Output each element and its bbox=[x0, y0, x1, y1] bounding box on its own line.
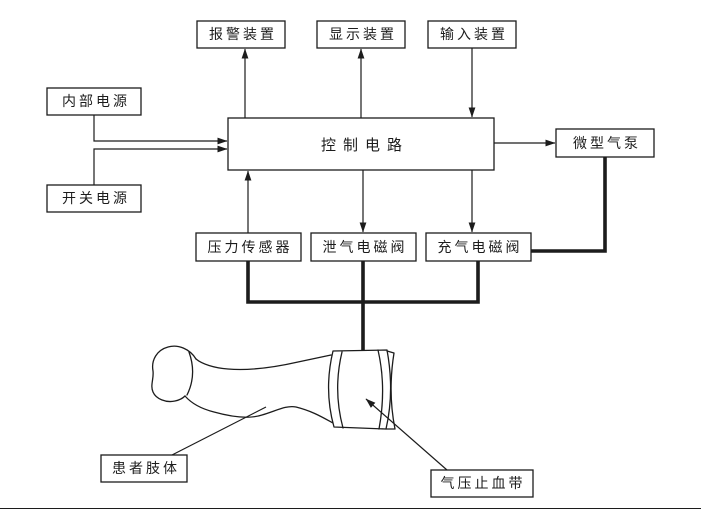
node-switch-power-box bbox=[46, 184, 142, 213]
node-internal-power-label: 内部电源 bbox=[62, 94, 130, 110]
arrow-switch-power-to-control bbox=[93, 145, 228, 185]
node-tourniquet: 气压止血带 bbox=[430, 469, 534, 498]
node-control-circuit-box bbox=[227, 117, 495, 171]
pneumatic-lines bbox=[246, 157, 607, 352]
node-pump: 微型气泵 bbox=[555, 128, 655, 158]
node-pressure-sensor-box bbox=[195, 232, 302, 262]
node-deflate-valve-label: 泄气电磁阀 bbox=[323, 240, 408, 256]
node-deflate-valve: 泄气电磁阀 bbox=[310, 232, 417, 262]
tourniquet-cuff-right-fold bbox=[377, 349, 384, 430]
tourniquet-cuff-left-fold bbox=[336, 351, 344, 429]
node-input: 输入装置 bbox=[427, 20, 517, 49]
node-input-box bbox=[427, 20, 517, 49]
pneumatic-pump-to-inflate-valve bbox=[531, 157, 607, 253]
pneumatic-manifold bbox=[246, 261, 480, 352]
node-patient-limb-box bbox=[100, 454, 188, 483]
node-tourniquet-box bbox=[430, 469, 534, 498]
node-patient-limb-label: 患者肢体 bbox=[112, 461, 180, 477]
limb-cut-edge bbox=[385, 350, 396, 430]
node-inflate-valve-box bbox=[425, 232, 532, 262]
leg-bottom-contour bbox=[184, 395, 334, 424]
leader-lines bbox=[171, 398, 448, 471]
node-inflate-valve: 充气电磁阀 bbox=[425, 232, 532, 262]
patient-leg-drawing bbox=[151, 345, 396, 430]
node-alarm: 报警装置 bbox=[196, 20, 286, 49]
node-pump-box bbox=[555, 128, 655, 158]
node-internal-power-box bbox=[46, 87, 142, 116]
node-inflate-valve-label: 充气电磁阀 bbox=[438, 240, 523, 256]
node-switch-power-label: 开关电源 bbox=[62, 191, 130, 207]
node-alarm-box bbox=[196, 20, 286, 49]
leader-tourniquet bbox=[365, 398, 448, 471]
node-switch-power: 开关电源 bbox=[46, 184, 142, 213]
node-pressure-sensor-label: 压力传感器 bbox=[208, 239, 293, 256]
node-input-label: 输入装置 bbox=[440, 27, 508, 43]
node-patient-limb: 患者肢体 bbox=[100, 454, 188, 483]
node-tourniquet-label: 气压止血带 bbox=[441, 476, 526, 492]
node-control-circuit: 控制电路 bbox=[227, 117, 495, 171]
node-display-label: 显示装置 bbox=[329, 27, 397, 43]
node-display: 显示装置 bbox=[316, 20, 406, 49]
node-pump-label: 微型气泵 bbox=[573, 136, 641, 152]
leg-top-contour bbox=[195, 354, 332, 371]
arrow-internal-power-to-control bbox=[93, 115, 228, 145]
node-display-box bbox=[316, 20, 406, 49]
node-internal-power: 内部电源 bbox=[46, 87, 142, 116]
leader-patient-limb bbox=[171, 406, 267, 456]
node-deflate-valve-box bbox=[310, 232, 417, 262]
node-control-circuit-label: 控制电路 bbox=[321, 137, 409, 154]
ankle-line bbox=[186, 351, 194, 396]
node-pressure-sensor: 压力传感器 bbox=[195, 232, 302, 262]
node-alarm-label: 报警装置 bbox=[209, 27, 277, 43]
signal-connectors bbox=[93, 48, 556, 233]
leg-foot-outline bbox=[151, 345, 197, 403]
